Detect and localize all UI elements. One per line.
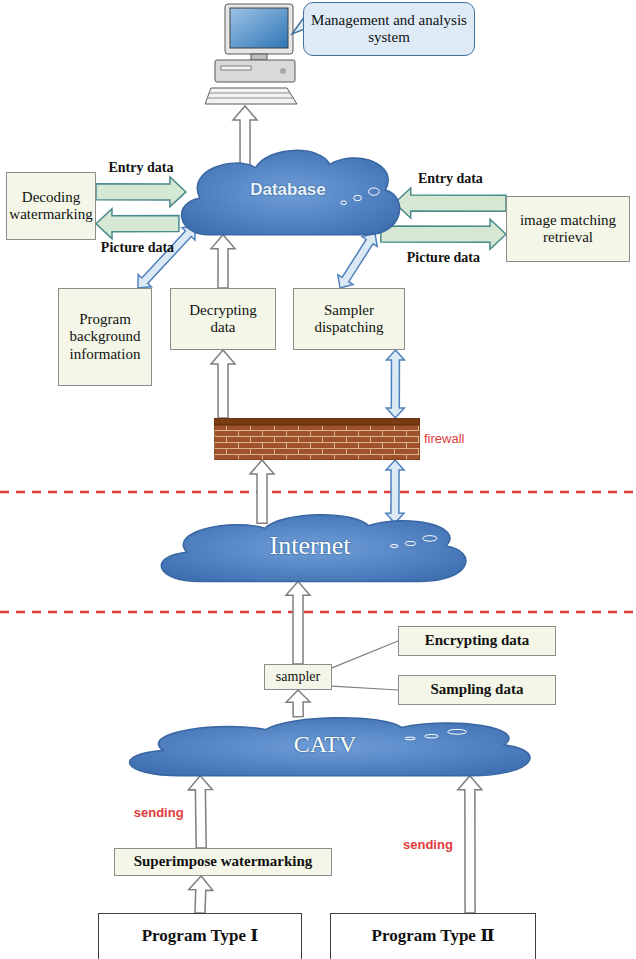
computer-callout: Management and analysis system <box>205 2 477 106</box>
cloud-outline <box>130 718 530 776</box>
block-arrow <box>189 876 213 913</box>
node-text: CATV <box>294 731 357 759</box>
node-text: Program background information <box>63 311 147 363</box>
node-text: Program Type Ⅰ <box>142 926 259 946</box>
node-text: Program Type Ⅱ <box>372 926 495 946</box>
node-text: Database <box>250 180 326 200</box>
block-arrow <box>395 188 506 218</box>
process-box: Sampler dispatching <box>293 288 405 350</box>
node-text: Management and analysis system <box>310 12 468 47</box>
cloud-bubble <box>405 737 415 740</box>
connector-line <box>332 641 398 668</box>
cloud-bubble <box>390 544 398 547</box>
block-arrow <box>96 209 179 239</box>
node-text: Sampler dispatching <box>298 302 400 337</box>
node-text: Decrypting data <box>175 302 271 337</box>
process-box: Decrypting data <box>170 288 276 350</box>
boundary-dashed-line <box>0 491 636 494</box>
cloud-bubble <box>405 541 415 545</box>
cloud-outline <box>182 150 400 234</box>
catv-cloud: CATV <box>112 712 538 778</box>
process-box: Program background information <box>58 288 152 386</box>
block-arrow <box>250 460 274 523</box>
edge-label: Entry data <box>418 171 483 187</box>
block-arrow <box>386 460 404 523</box>
block-arrow <box>458 776 482 913</box>
node-text: Superimpose watermarking <box>134 853 313 870</box>
process-box: Sampling data <box>398 675 556 705</box>
cloud-bubble <box>341 201 347 205</box>
cloud-outline <box>161 515 466 582</box>
block-arrow <box>211 350 235 418</box>
program-box: Program Type Ⅰ <box>98 913 302 959</box>
process-box: image matching retrieval <box>506 196 630 262</box>
brick-wall <box>214 418 420 460</box>
node-text: Decoding watermarking <box>9 189 92 224</box>
block-arrow <box>96 177 186 207</box>
edge-label: Picture data <box>101 240 174 256</box>
firewall-wall: firewall <box>214 418 420 460</box>
edge-label: sending <box>134 804 184 819</box>
node-text: firewall <box>424 432 464 447</box>
cloud-bubble <box>425 734 439 738</box>
block-arrow <box>286 690 310 717</box>
node-text: Sampling data <box>431 681 524 698</box>
block-arrow <box>211 235 235 288</box>
process-box: Superimpose watermarking <box>114 848 332 876</box>
block-arrow <box>381 219 506 249</box>
node-text: sampler <box>276 669 320 685</box>
callout-box: Management and analysis system <box>303 2 475 56</box>
block-arrow <box>386 350 404 418</box>
block-arrow <box>188 776 212 848</box>
edge-label: Picture data <box>407 250 480 266</box>
block-arrow <box>233 106 257 171</box>
block-arrow <box>338 233 377 288</box>
edge-label: Entry data <box>108 160 173 176</box>
wall-cap <box>214 418 420 425</box>
process-box: sampler <box>264 664 332 690</box>
database-cloud: Database <box>172 142 404 238</box>
block-arrow <box>138 226 195 288</box>
process-box: Decoding watermarking <box>6 172 96 240</box>
process-box: Encrypting data <box>398 626 556 656</box>
cloud-bubble <box>369 188 380 195</box>
program-box: Program Type Ⅱ <box>330 913 536 959</box>
connector-line <box>332 686 398 690</box>
node-text: Internet <box>270 531 351 561</box>
brick-fill <box>214 418 420 460</box>
node-text: Encrypting data <box>425 632 530 649</box>
internet-cloud: Internet <box>148 508 472 584</box>
cloud-bubble <box>448 729 467 734</box>
edge-label: sending <box>403 837 453 852</box>
cloud-bubble <box>423 536 437 542</box>
node-text: image matching retrieval <box>511 212 625 247</box>
block-arrow <box>286 581 310 664</box>
computer-icon <box>205 2 305 106</box>
boundary-dashed-line <box>0 611 636 614</box>
cloud-bubble <box>354 195 362 200</box>
